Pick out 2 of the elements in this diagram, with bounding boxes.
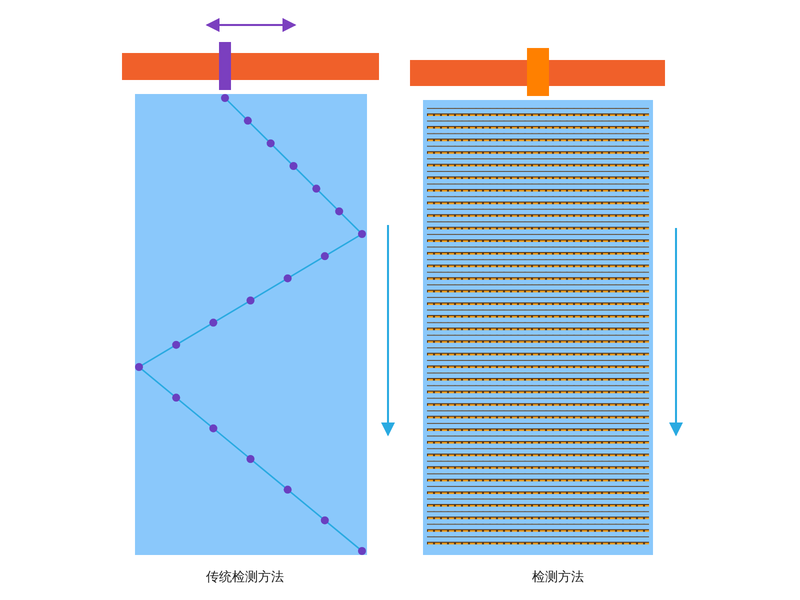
panel-caption: 检测方法 [532,569,584,586]
panel-caption: 传统检测方法 [206,569,284,586]
